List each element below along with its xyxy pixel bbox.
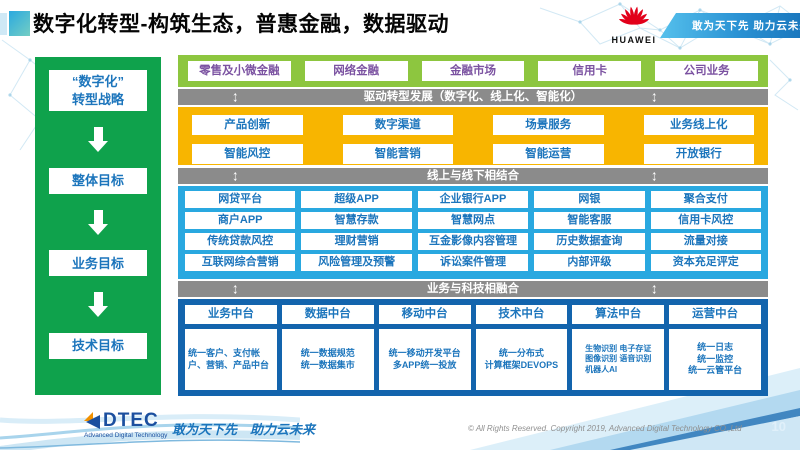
application: 互金影像内容管理 [417, 233, 529, 250]
banner-slogan-text: 敢为天下先 助力云未来 [692, 20, 800, 32]
dtec-tagline: Advanced Digital Technology [84, 432, 168, 439]
sidebar-item-tech-goal: 技术目标 [49, 332, 147, 359]
footer-slogan: 敢为天下先 助力云未来 [172, 422, 316, 437]
application: 企业银行APP [417, 191, 529, 208]
business-line: 零售及小微金融 [188, 61, 291, 81]
huawei-flower-icon [618, 6, 650, 25]
business-lines-row: 零售及小微金融 网络金融 金融市场 信用卡 公司业务 [178, 55, 768, 87]
platform-detail: 生物识别 电子存证 图像识别 语音识别 机器人AI [572, 329, 665, 390]
application: 聚合支付 [650, 191, 761, 208]
capability: 数字渠道 [342, 115, 453, 135]
platform-detail: 统一分布式 计算框架DEVOPS [475, 329, 568, 390]
page-number: 10 [771, 419, 786, 434]
platform-detail: 统一日志 统一监控 统一云管平台 [669, 329, 761, 390]
capability: 开放银行 [643, 144, 754, 164]
online-offline-label: 线上与线下相结合 [427, 170, 519, 182]
application: 网贷平台 [185, 191, 296, 208]
application: 信用卡风控 [650, 212, 761, 229]
dtec-logo-icon [84, 412, 102, 429]
platform-grid: 业务中台 统一客户、支付帐户、营销、产品中台 数据中台 统一数据规范 统一数据集… [178, 299, 768, 396]
huawei-wordmark: HUAWEI [611, 35, 657, 45]
application: 传统贷款风控 [185, 233, 296, 250]
huawei-logo: HUAWEI [606, 3, 662, 45]
application: 网银 [534, 191, 645, 208]
platform-detail: 统一客户、支付帐户、营销、产品中台 [185, 329, 277, 390]
platform-title: 数据中台 [281, 305, 374, 324]
platform-detail: 统一移动开发平台 多APP统一投放 [378, 329, 471, 390]
application: 智能客服 [534, 212, 645, 229]
application: 商户APP [185, 212, 296, 229]
dtec-logo: DTEC Advanced Digital Technology [84, 410, 167, 439]
application: 内部评级 [534, 254, 645, 271]
down-arrow-icon [88, 292, 108, 318]
updown-arrow-icon: ↕ [651, 279, 658, 298]
capability: 场景服务 [493, 115, 604, 135]
application: 互联网综合营销 [185, 254, 296, 271]
application: 智慧网点 [417, 212, 529, 229]
biz-tech-label: 业务与科技相融合 [427, 283, 519, 295]
down-arrow-icon [88, 126, 108, 152]
capability: 智能风控 [192, 144, 303, 164]
application: 理财营销 [301, 233, 412, 250]
platform-title: 移动中台 [378, 305, 471, 324]
platform-title: 算法中台 [572, 305, 665, 324]
application: 超级APP [301, 191, 412, 208]
business-line: 信用卡 [538, 61, 642, 81]
title-decoration-square [9, 11, 30, 36]
application: 风险管理及预警 [301, 254, 412, 271]
business-line: 金融市场 [421, 61, 525, 81]
title-decoration-square-light [0, 13, 7, 35]
business-line: 公司业务 [655, 61, 758, 81]
application: 诉讼案件管理 [417, 254, 529, 271]
capability: 产品创新 [192, 115, 303, 135]
updown-arrow-icon: ↕ [232, 166, 239, 185]
application: 流量对接 [650, 233, 761, 250]
strategy-sidebar: “数字化” 转型战略 整体目标 业务目标 技术目标 [35, 57, 161, 395]
dtec-wordmark: DTEC [103, 410, 159, 431]
capability: 智能营销 [342, 144, 453, 164]
header-slogan-banner: 敢为天下先 助力云未来 [660, 13, 800, 38]
page-title: 数字化转型-构筑生态，普惠金融，数据驱动 [33, 13, 449, 36]
biz-tech-bar: ↕ 业务与科技相融合 ↕ [178, 279, 768, 298]
copyright-text: © All Rights Reserved. Copyright 2019, A… [468, 424, 742, 433]
online-offline-bar: ↕ 线上与线下相结合 ↕ [178, 166, 768, 185]
application: 历史数据查询 [534, 233, 645, 250]
application-grid: 网贷平台 超级APP 企业银行APP 网银 聚合支付 商户APP 智慧存款 智慧… [178, 186, 768, 279]
down-arrow-icon [88, 209, 108, 235]
platform-title: 运营中台 [669, 305, 761, 324]
sidebar-item-overall-goal: 整体目标 [49, 167, 147, 194]
application: 资本充足评定 [650, 254, 761, 271]
updown-arrow-icon: ↕ [232, 279, 239, 298]
sidebar-item-strategy: “数字化” 转型战略 [49, 70, 147, 112]
drive-transform-bar: ↕ 驱动转型发展（数字化、线上化、智能化） ↕ [178, 87, 768, 106]
platform-title: 技术中台 [475, 305, 568, 324]
platform-detail: 统一数据规范 统一数据集市 [281, 329, 374, 390]
updown-arrow-icon: ↕ [651, 166, 658, 185]
platform-title: 业务中台 [185, 305, 277, 324]
sidebar-item-business-goal: 业务目标 [49, 250, 147, 277]
updown-arrow-icon: ↕ [232, 87, 239, 106]
application: 智慧存款 [301, 212, 412, 229]
business-line: 网络金融 [304, 61, 408, 81]
updown-arrow-icon: ↕ [651, 87, 658, 106]
capability-grid: 产品创新 数字渠道 场景服务 业务线上化 智能风控 智能营销 智能运营 开放银行 [178, 107, 768, 165]
capability: 智能运营 [493, 144, 604, 164]
drive-bar-label: 驱动转型发展（数字化、线上化、智能化） [363, 91, 583, 103]
capability: 业务线上化 [643, 115, 754, 135]
